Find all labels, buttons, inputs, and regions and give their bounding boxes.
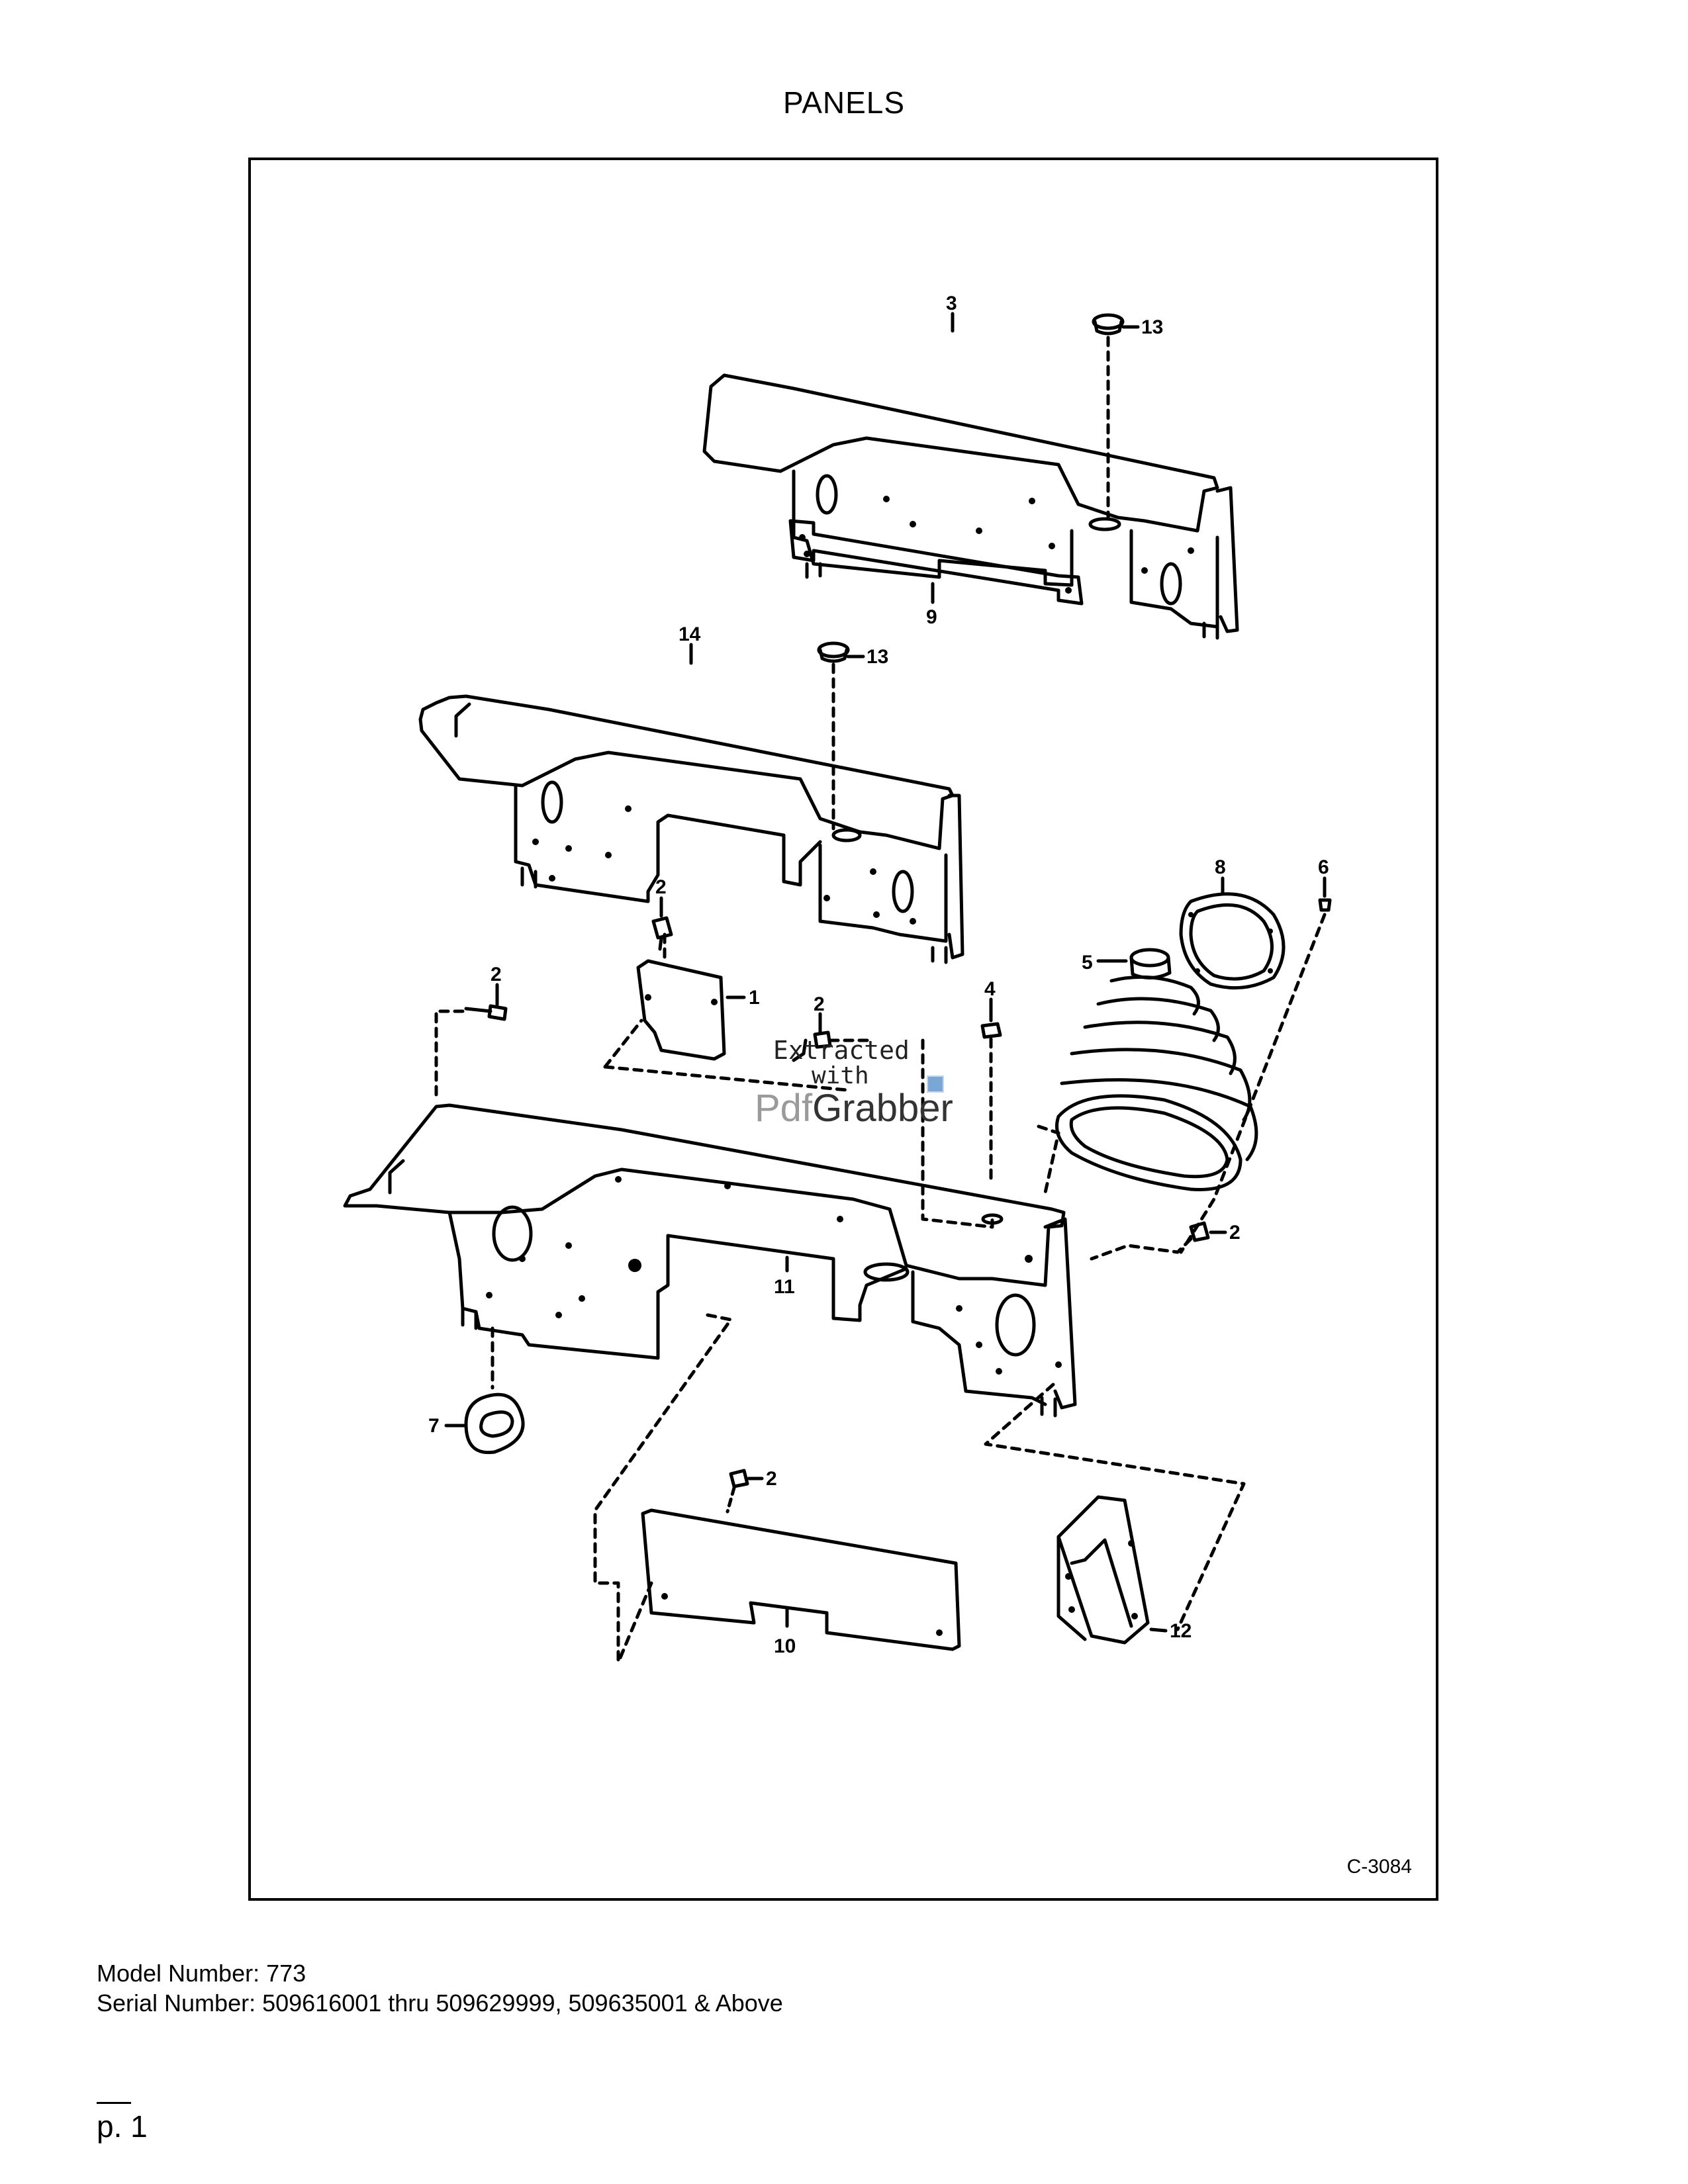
callout-13-upper: 13 xyxy=(1141,316,1163,338)
watermark-brand-dark: Grabber xyxy=(812,1087,953,1130)
part-8-flange-ring xyxy=(1179,876,1286,990)
callout-2-left: 2 xyxy=(491,964,502,985)
part-3-upper-panel xyxy=(702,373,1239,640)
part-3-holes xyxy=(804,496,1194,574)
callout-9: 9 xyxy=(926,606,937,628)
part-9-strap xyxy=(788,519,1084,606)
part-11-main-panel xyxy=(343,1103,1077,1418)
callout-12: 12 xyxy=(1170,1620,1192,1642)
callout-2-top: 2 xyxy=(655,876,667,898)
callout-11: 11 xyxy=(774,1276,795,1298)
diagram-frame: 3 13 9 14 13 8 6 2 5 1 2 2 4 2 11 7 2 10… xyxy=(248,158,1438,1901)
part-7-grommet xyxy=(444,1326,525,1455)
callout-6: 6 xyxy=(1318,856,1329,878)
part-14-holes xyxy=(532,805,916,925)
callout-1: 1 xyxy=(749,987,760,1009)
callout-2-right: 2 xyxy=(1229,1222,1241,1244)
page-title: PANELS xyxy=(782,85,906,120)
part-2-bolt-right xyxy=(1090,1221,1227,1261)
callout-2-bottom: 2 xyxy=(766,1468,777,1490)
part-13-plug-middle xyxy=(817,641,865,831)
part-14-middle-panel xyxy=(418,694,964,964)
callout-14: 14 xyxy=(679,623,701,645)
serial-number: Serial Number: 509616001 thru 509629999,… xyxy=(97,1989,783,2017)
callout-7: 7 xyxy=(428,1415,440,1437)
watermark-line-1: Extracted xyxy=(773,1036,910,1065)
page-number: p. 1 xyxy=(97,2109,148,2144)
part-5-boot xyxy=(1055,948,1258,1191)
model-number: Model Number: 773 xyxy=(97,1960,306,1987)
callout-3: 3 xyxy=(946,293,957,314)
part-2-bolt-left xyxy=(434,983,508,1097)
part-6-screw xyxy=(1179,876,1332,1254)
watermark-brand: PdfGrabber xyxy=(755,1086,953,1130)
part-1-cover-plate xyxy=(603,933,849,1092)
part-2-bolt-top xyxy=(651,896,673,951)
callout-2-center: 2 xyxy=(814,993,825,1015)
page-rule xyxy=(97,2102,131,2104)
part-11-holes xyxy=(486,1176,1062,1375)
watermark-brand-light: Pdf xyxy=(755,1087,813,1130)
callout-8: 8 xyxy=(1215,856,1226,878)
drawing-code: C-3084 xyxy=(1346,1856,1412,1878)
callout-10: 10 xyxy=(774,1635,796,1657)
watermark: Extracted with PdfGrabber xyxy=(755,1036,985,1148)
part-10-bottom-plate xyxy=(593,1313,961,1664)
part-13-plug-upper xyxy=(1092,313,1140,520)
watermark-line-2: with xyxy=(812,1062,869,1089)
callout-labels: 3 13 9 14 13 8 6 2 5 1 2 2 4 2 11 7 2 10… xyxy=(428,293,1329,1657)
part-2-bolt-bottom xyxy=(726,1469,764,1514)
callout-4: 4 xyxy=(984,978,996,1000)
parts-diagram: 3 13 9 14 13 8 6 2 5 1 2 2 4 2 11 7 2 10… xyxy=(343,293,1332,1664)
part-12-bracket xyxy=(984,1383,1246,1645)
part-2-bolt-center xyxy=(792,1012,872,1062)
watermark-app-icon xyxy=(927,1075,944,1093)
callout-5: 5 xyxy=(1082,952,1093,974)
callout-13-middle: 13 xyxy=(867,646,888,668)
